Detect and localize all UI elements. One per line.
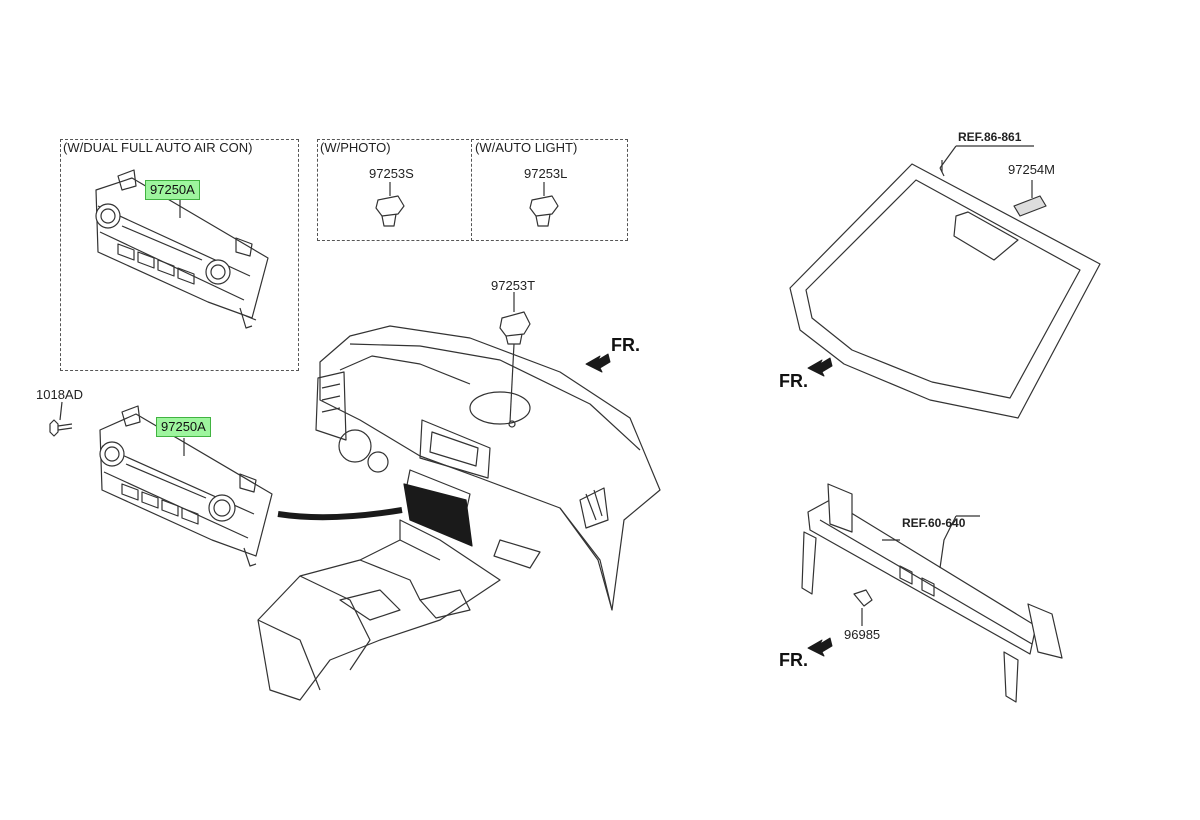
box-divider <box>471 139 472 241</box>
part-97254m[interactable]: 97254M <box>1008 162 1055 177</box>
fr-label-dashboard: FR. <box>611 335 640 355</box>
part-1018ad[interactable]: 1018AD <box>36 387 83 402</box>
sensor-97253t-drawing <box>499 292 531 423</box>
clip-97253l-drawing <box>529 182 559 227</box>
fr-label-windshield: FR. <box>779 371 808 391</box>
option-label-auto-light: (W/AUTO LIGHT) <box>475 140 578 155</box>
climate-panel-top-drawing <box>95 169 269 329</box>
part-97250a-top[interactable]: 97250A <box>145 180 200 200</box>
screw-1018ad-drawing <box>49 401 73 437</box>
part-97250a-main[interactable]: 97250A <box>156 417 211 437</box>
part-97253t[interactable]: 97253T <box>491 278 536 293</box>
clip-96985-drawing <box>853 589 873 626</box>
fr-label-crossbar: FR. <box>779 650 808 670</box>
option-label-photo: (W/PHOTO) <box>320 140 391 155</box>
part-97253s[interactable]: 97253S <box>369 166 414 181</box>
fr-arrow-dashboard <box>585 353 611 373</box>
ref-windshield[interactable]: REF.86-861 <box>958 130 1022 144</box>
climate-panel-main-drawing <box>99 405 273 567</box>
part-97253l[interactable]: 97253L <box>524 166 568 181</box>
dashboard-drawing <box>257 325 661 701</box>
sensor-97254m-drawing <box>1013 180 1047 217</box>
dual-auto-aircon-box <box>60 139 299 371</box>
windshield-drawing <box>789 145 1101 419</box>
install-arrow <box>277 507 403 521</box>
clip-97253s-drawing <box>375 182 405 227</box>
crossbar-drawing <box>801 483 1063 703</box>
fr-arrow-crossbar <box>807 637 833 657</box>
photo-autolight-box <box>317 139 628 241</box>
fr-arrow-windshield <box>807 357 833 377</box>
option-label-dual-auto-aircon: (W/DUAL FULL AUTO AIR CON) <box>63 140 253 155</box>
part-96985[interactable]: 96985 <box>844 627 881 642</box>
ref-crossbar[interactable]: REF.60-640 <box>902 516 966 530</box>
